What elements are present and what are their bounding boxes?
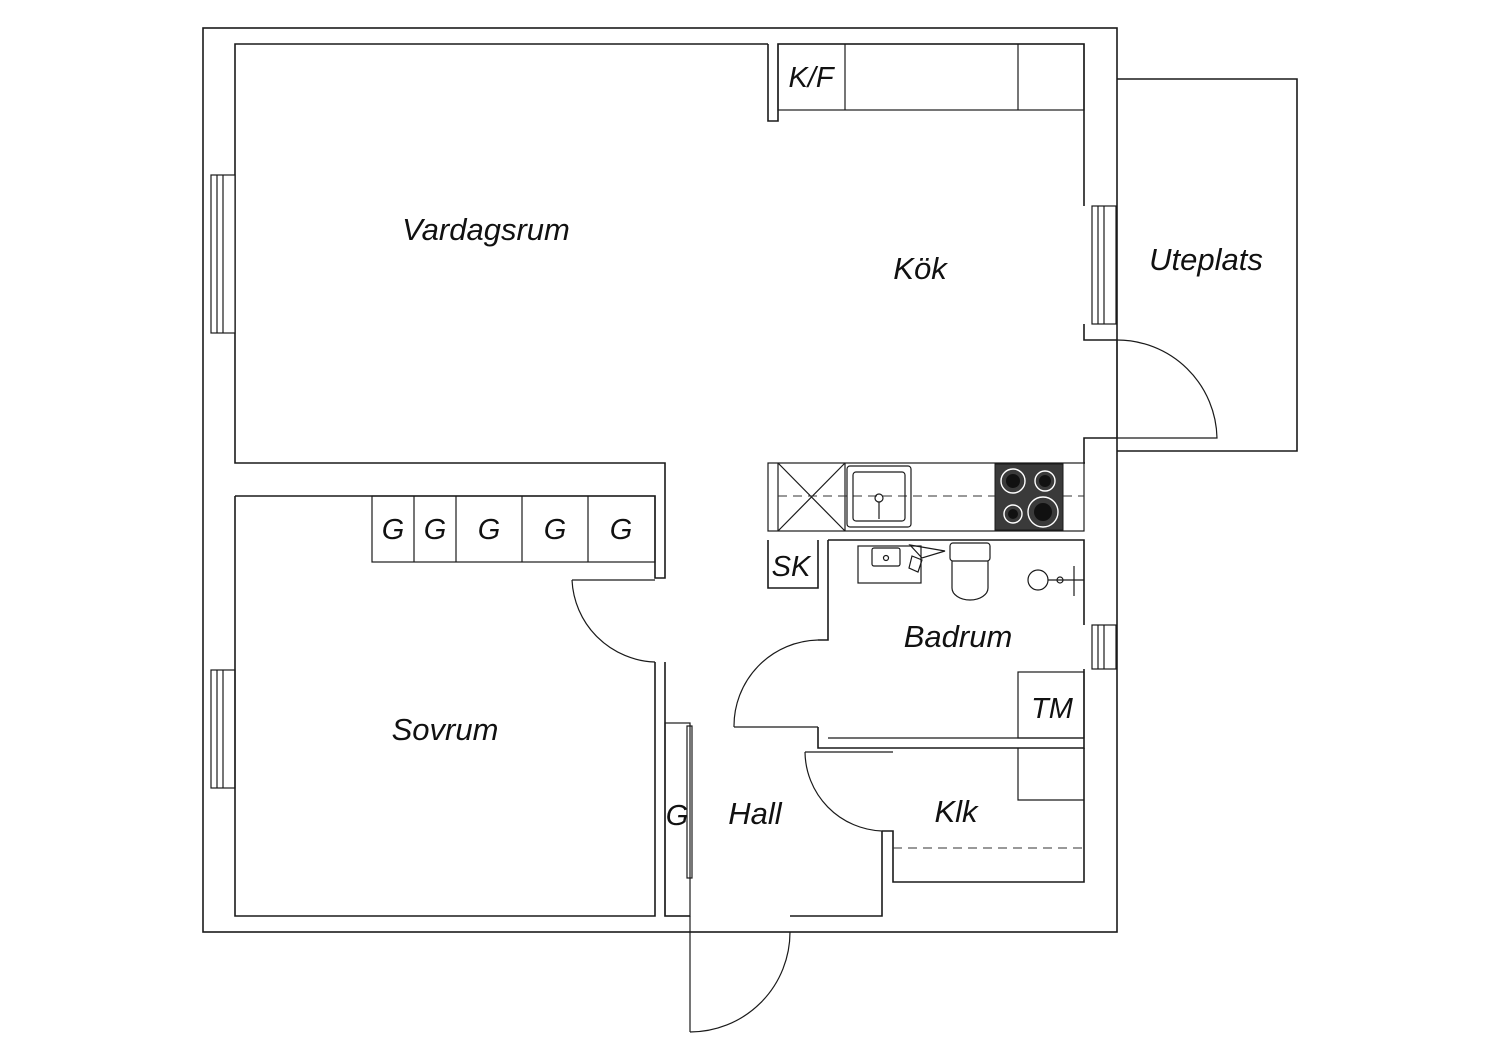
upper-counter: [777, 43, 1085, 111]
kitchen-sink-icon: [846, 465, 912, 528]
wardrobe-label: G: [544, 514, 567, 546]
sk-cabinet: [767, 540, 819, 589]
fixture-label-sk: SK: [772, 551, 812, 583]
wardrobe-label: G: [424, 514, 447, 546]
room-label-kok: Kök: [893, 251, 948, 286]
room-label-klk: Klk: [934, 794, 979, 829]
hall-walls: [790, 831, 883, 917]
hall-wardrobe: [664, 722, 693, 917]
washbasin-icon: [857, 544, 946, 584]
entrance-door: [689, 916, 791, 1033]
room-label-badrum: Badrum: [904, 619, 1013, 654]
room-label-uteplats: Uteplats: [1149, 242, 1263, 277]
windows: [210, 174, 1117, 789]
patio-door: [1116, 339, 1218, 439]
shower-icon: [1027, 566, 1084, 596]
wardrobe-label: G: [382, 514, 405, 546]
bathroom-door: [733, 639, 819, 728]
closet-shelf: [893, 748, 1084, 849]
wardrobes: [371, 495, 656, 563]
room-label-vardagsrum: Vardagsrum: [402, 212, 570, 247]
labels: Vardagsrum Kök Uteplats Sovrum Badrum Ha…: [382, 62, 1263, 832]
patio: [1117, 78, 1298, 452]
wardrobe-label: G: [610, 514, 633, 546]
bedroom-door: [571, 579, 656, 663]
wardrobe-label: G: [666, 800, 689, 832]
living-kitchen-walls: [234, 43, 1117, 579]
wardrobe-label: G: [478, 514, 501, 546]
bedroom-walls: [234, 496, 690, 917]
toilet-icon: [949, 542, 991, 601]
stove-icon: [994, 463, 1064, 531]
outer-walls: [202, 27, 1118, 933]
washing-machine: [1017, 671, 1085, 739]
room-label-hall: Hall: [728, 796, 783, 831]
fixture-label-kf: K/F: [788, 62, 835, 94]
closet-door: [804, 751, 893, 832]
fixture-label-tm: TM: [1031, 693, 1074, 725]
room-label-sovrum: Sovrum: [392, 712, 499, 747]
